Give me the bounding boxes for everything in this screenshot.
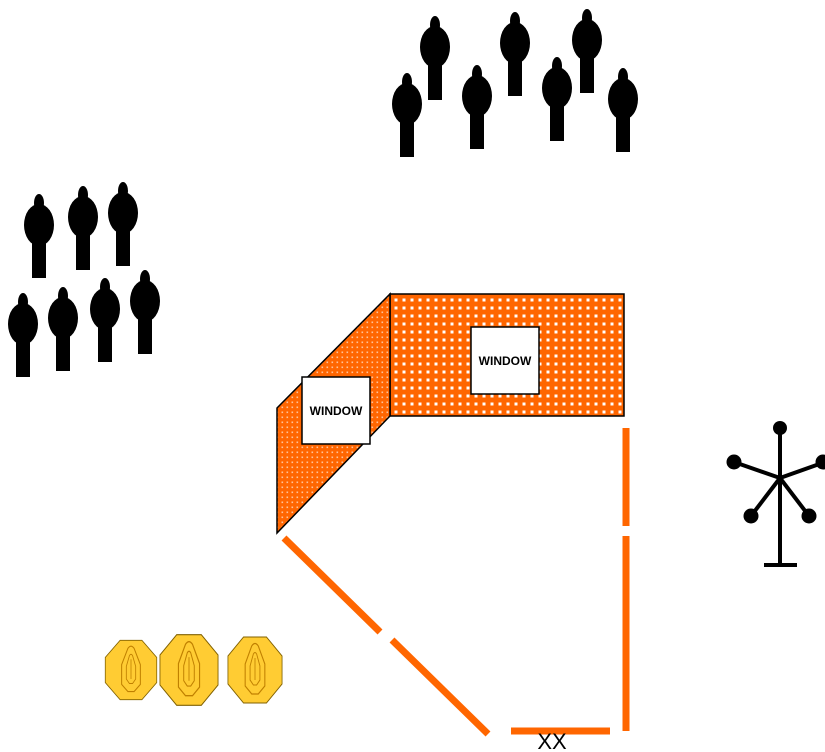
steel-plate-target [227,636,283,704]
no-shoot-target [8,293,38,377]
steel-plates [104,633,283,707]
plate-tree-plate [815,454,825,470]
steel-plate-target [159,633,219,707]
no-shoot-target [420,16,450,100]
no-shoot-target [392,73,422,157]
plate-tree-plate [743,508,759,524]
start-position-label: XX [537,729,567,752]
no-shoot-target [24,194,54,278]
steel-plate-target [104,639,158,701]
plate-tree-plate [773,421,787,435]
no-shoot-target [108,182,138,266]
window-back [470,326,540,395]
side-wall: WINDOW [276,292,391,535]
fault-line-segment [281,535,383,635]
no-shoot-target [608,68,638,152]
window-side [301,376,371,445]
plate-tree-plate [801,508,817,524]
no-shoot-group-left [8,182,160,377]
window-back-label: WINDOW [479,354,532,368]
fault-lines [281,428,630,737]
plate-tree-target [726,421,825,567]
no-shoot-target [542,57,572,141]
no-shoot-target [572,9,602,93]
window-side-label: WINDOW [310,404,363,418]
no-shoot-target [462,65,492,149]
no-shoot-target [90,278,120,362]
no-shoot-target [500,12,530,96]
back-wall: WINDOW [389,293,625,417]
no-shoot-group-top [392,9,638,157]
no-shoot-target [68,186,98,270]
fault-line-segment [389,637,491,737]
no-shoot-target [48,287,78,371]
no-shoot-target [130,270,160,354]
plate-tree-plate [726,454,742,470]
